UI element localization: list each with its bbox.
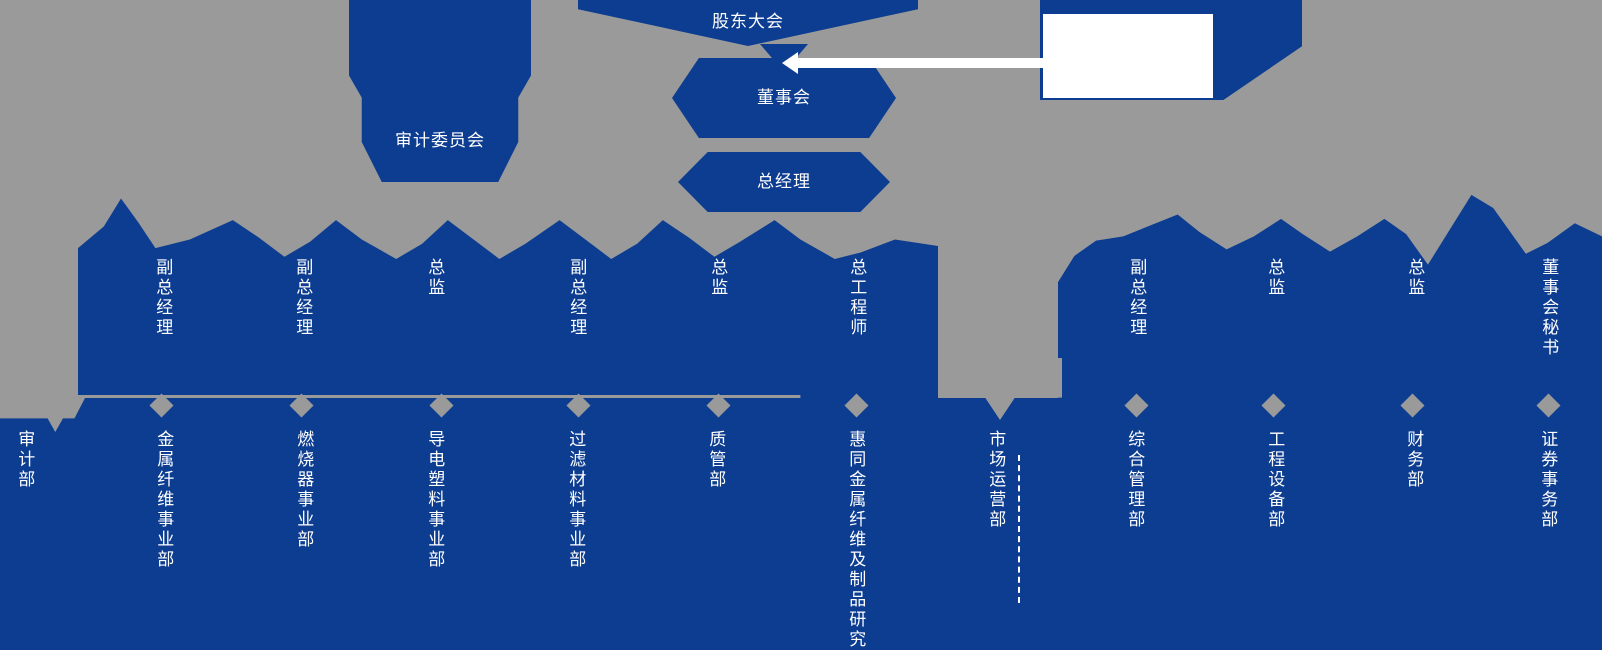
department-node-11[interactable]: 证券事务部 xyxy=(1538,430,1558,530)
department-node-9[interactable]: 工程设备部 xyxy=(1265,430,1285,530)
exec-node-3[interactable]: 副总经理 xyxy=(567,258,587,338)
department-node-10[interactable]: 财务部 xyxy=(1404,430,1424,490)
exec-node-8[interactable]: 总监 xyxy=(1405,258,1425,298)
exec-node-4[interactable]: 总监 xyxy=(708,258,728,298)
exec-node-6[interactable]: 副总经理 xyxy=(1127,258,1147,338)
audit-committee-node[interactable] xyxy=(349,0,531,182)
audit-committee-label: 审计委员会 xyxy=(395,131,485,150)
exec-node-5[interactable]: 总工程师 xyxy=(847,258,867,338)
general-manager-label: 总经理 xyxy=(757,172,811,191)
department-node-1[interactable]: 金属纤维事业部 xyxy=(154,430,174,570)
shareholders-meeting-label: 股东大会 xyxy=(712,12,784,31)
exec-node-2[interactable]: 总监 xyxy=(425,258,445,298)
callout-connector-line xyxy=(790,58,1045,68)
general-manager-node[interactable] xyxy=(678,152,890,212)
exec-node-0[interactable]: 副总经理 xyxy=(153,258,173,338)
exec-node-7[interactable]: 总监 xyxy=(1265,258,1285,298)
department-node-2[interactable]: 燃烧器事业部 xyxy=(294,430,314,550)
department-node-8[interactable]: 综合管理部 xyxy=(1125,430,1145,530)
executive-band-left xyxy=(78,198,938,408)
department-node-3[interactable]: 导电塑料事业部 xyxy=(425,430,445,570)
exec-node-1[interactable]: 副总经理 xyxy=(293,258,313,338)
department-node-5[interactable]: 质管部 xyxy=(706,430,726,490)
board-of-directors-label: 董事会 xyxy=(757,88,811,107)
callout-box[interactable] xyxy=(1043,14,1213,98)
department-node-7[interactable]: 市场运营部 xyxy=(986,430,1006,530)
department-node-0[interactable]: 审计部 xyxy=(15,430,35,490)
board-of-directors-node[interactable] xyxy=(672,58,896,138)
department-band xyxy=(0,398,1602,650)
department-node-4[interactable]: 过滤材料事业部 xyxy=(566,430,586,570)
exec-node-9[interactable]: 董事会秘书 xyxy=(1539,258,1559,358)
dashed-divider xyxy=(1018,455,1020,603)
department-node-6[interactable]: 惠同金属纤维及制品研究院 xyxy=(846,430,866,650)
